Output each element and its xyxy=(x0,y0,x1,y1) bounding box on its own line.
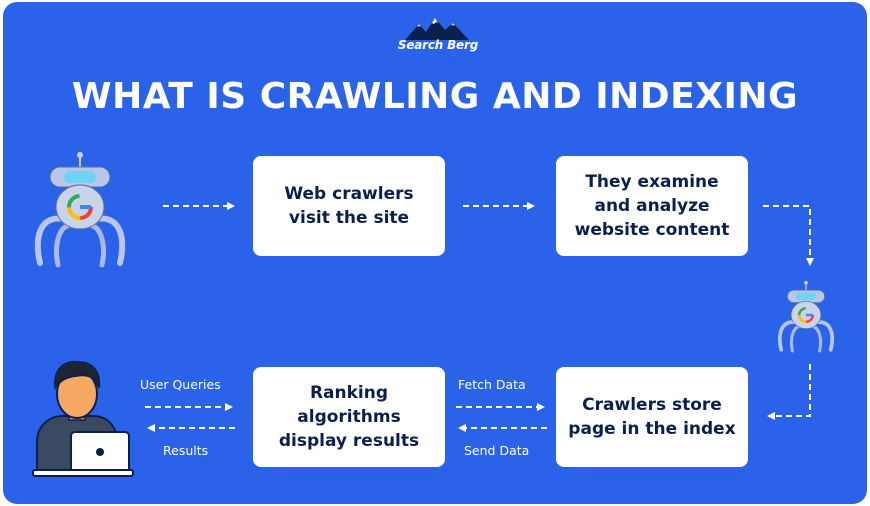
arrow-examine-to-robot xyxy=(763,205,814,266)
user-laptop-icon xyxy=(32,360,134,477)
arrow-robot-to-store xyxy=(767,364,811,420)
step-examine-text: They examine and analyze website content xyxy=(574,172,730,240)
step-store-text: Crawlers store page in the index xyxy=(568,395,736,439)
mountain-logo-icon xyxy=(405,18,469,40)
logo-text: Search Berg xyxy=(397,38,479,52)
step-visit-box: Web crawlers visit the site xyxy=(253,156,445,256)
diagram-graphics xyxy=(32,152,834,477)
crawler-robot-icon xyxy=(778,280,834,353)
step-rank-text: Ranking algorithms display results xyxy=(278,383,420,451)
label-user-queries: User Queries xyxy=(140,377,221,392)
step-visit-text: Web crawlers visit the site xyxy=(284,184,414,228)
search-berg-logo: Search Berg xyxy=(383,14,493,58)
diagram-title: WHAT IS CRAWLING AND INDEXING xyxy=(71,76,799,117)
label-results: Results xyxy=(163,443,209,458)
step-store-box: Crawlers store page in the index xyxy=(556,367,748,467)
diagram-frame: Search Berg WHAT IS CRAWLING AND INDEXIN… xyxy=(3,2,867,504)
crawler-robot-icon xyxy=(34,152,126,268)
step-examine-box: They examine and analyze website content xyxy=(556,156,748,256)
label-fetch-data: Fetch Data xyxy=(458,377,526,392)
step-rank-box: Ranking algorithms display results xyxy=(253,367,445,467)
label-send-data: Send Data xyxy=(464,443,530,458)
